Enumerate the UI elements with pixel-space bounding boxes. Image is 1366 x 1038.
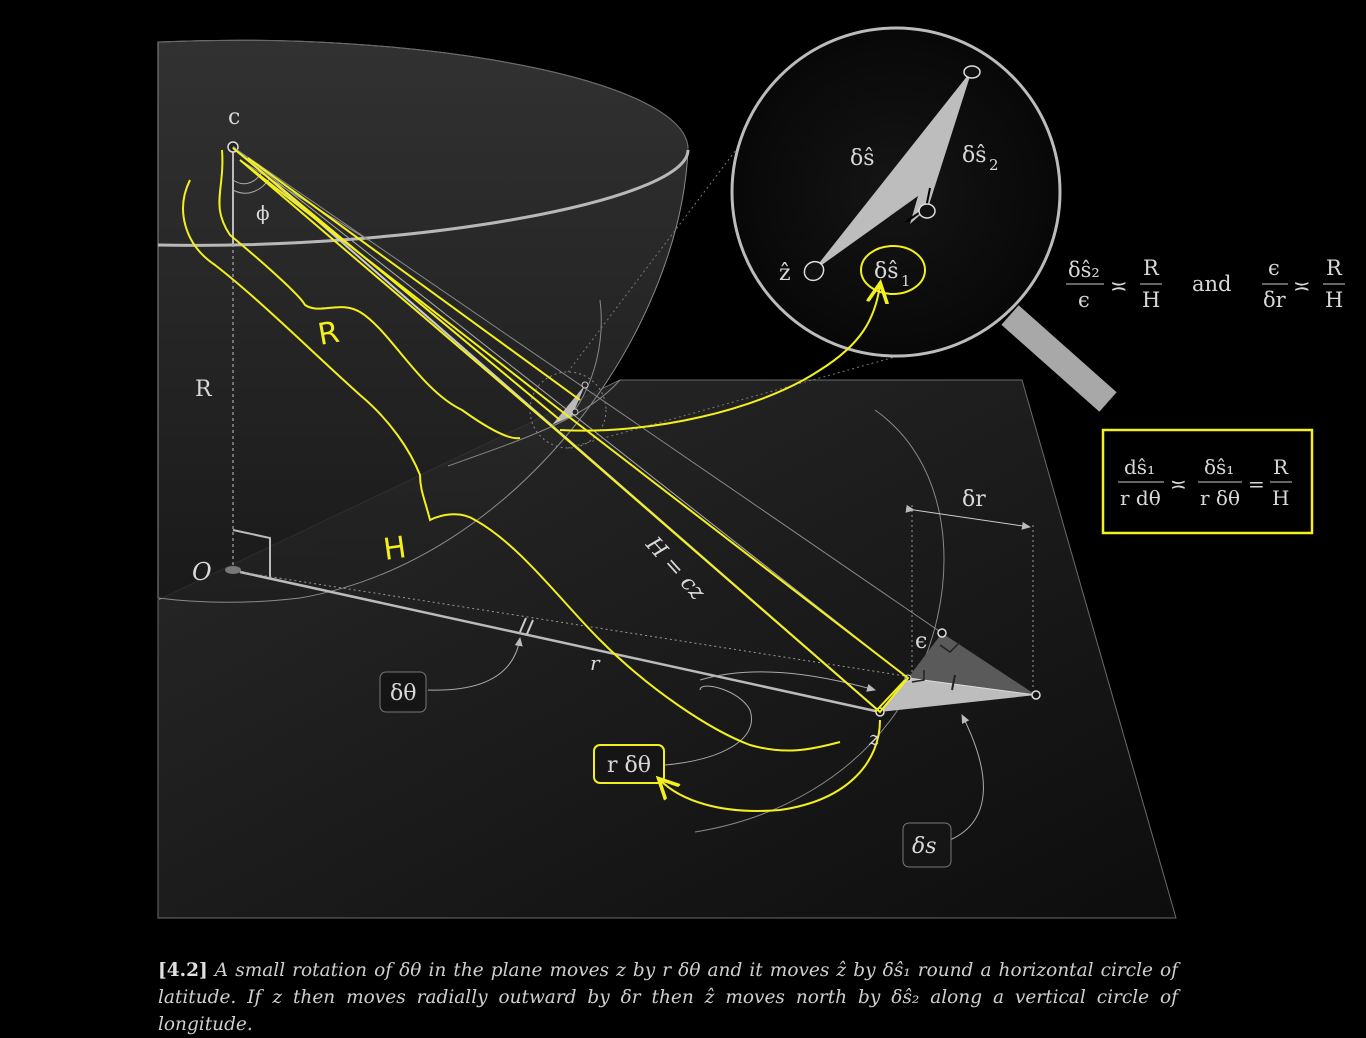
eq2-numerator: ϵ xyxy=(1268,256,1280,280)
triangle-delta-s xyxy=(880,678,1036,712)
label-R-axis: R xyxy=(195,377,213,402)
inset-label-ds2: δŝ xyxy=(962,143,987,168)
eq1-rhs-num: R xyxy=(1143,256,1160,280)
radius-line-r xyxy=(239,570,881,714)
box-frac1-den: r dθ xyxy=(1120,486,1161,510)
box-rhs-den: H xyxy=(1272,486,1289,510)
boxed-equation: dŝ₁ r dθ ≍ δŝ₁ r δθ = R H xyxy=(1118,455,1292,510)
contact-zoom-circle xyxy=(529,371,607,449)
box-frac2-den: r δθ xyxy=(1200,486,1240,510)
eq2-rhs-den: H xyxy=(1325,288,1343,312)
caption-number: [4.2] xyxy=(158,960,208,981)
box-asymp: ≍ xyxy=(1170,472,1187,496)
box-frac1-num: dŝ₁ xyxy=(1124,455,1155,479)
r-delta-theta-box xyxy=(593,744,665,784)
delta-r-dimension xyxy=(905,504,1031,530)
label-c: c xyxy=(228,105,240,130)
label-delta-r: δr xyxy=(962,487,986,512)
box-frac2-num: δŝ₁ xyxy=(1204,455,1234,479)
inset-label-ds2-sub: 2 xyxy=(989,156,999,174)
label-delta-s: δs xyxy=(912,834,937,859)
eq1-denominator: ϵ xyxy=(1078,288,1090,312)
box-equals: = xyxy=(1248,472,1265,496)
eq1-asymp: ≍ xyxy=(1110,274,1128,298)
label-phi: ϕ xyxy=(256,201,270,225)
box-rhs-num: R xyxy=(1273,455,1289,479)
eq1-numerator: δŝ₂ xyxy=(1068,258,1100,282)
caption-text: A small rotation of δθ in the plane move… xyxy=(158,960,1178,1035)
point-O xyxy=(225,566,241,574)
eq2-rhs-num: R xyxy=(1326,256,1343,280)
magnifier-handle xyxy=(1001,305,1117,412)
inset-label-ds1-sub: 1 xyxy=(901,272,911,290)
delta-theta-box xyxy=(379,671,427,713)
eq-and: and xyxy=(1192,272,1232,296)
label-epsilon: ϵ xyxy=(915,629,927,654)
label-r-delta-theta: r δθ xyxy=(607,753,651,778)
right-angle-mark xyxy=(232,529,271,578)
inset-label-ds: δŝ xyxy=(850,146,875,171)
handwritten-H: H xyxy=(381,530,408,568)
delta-s-box xyxy=(902,822,952,868)
figure-caption: [4.2] A small rotation of δθ in the plan… xyxy=(158,957,1178,1038)
label-delta-theta: δθ xyxy=(390,681,417,706)
eq1-rhs-den: H xyxy=(1142,288,1160,312)
result-box xyxy=(1101,428,1314,535)
inset-label-zhat: ẑ xyxy=(779,261,791,286)
yellow-annotations xyxy=(182,147,926,812)
hemisphere-rim xyxy=(157,149,690,247)
equation-row: δŝ₂ ϵ ≍ R H and ϵ δr ≍ R H xyxy=(1066,256,1345,312)
triangle-epsilon xyxy=(908,633,1036,695)
label-z: z xyxy=(868,726,880,750)
label-r: r xyxy=(590,651,601,675)
eq2-asymp: ≍ xyxy=(1293,274,1311,298)
inset-label-ds1: δŝ xyxy=(874,259,899,284)
label-O: O xyxy=(192,558,212,586)
eq2-denominator: δr xyxy=(1263,288,1287,312)
